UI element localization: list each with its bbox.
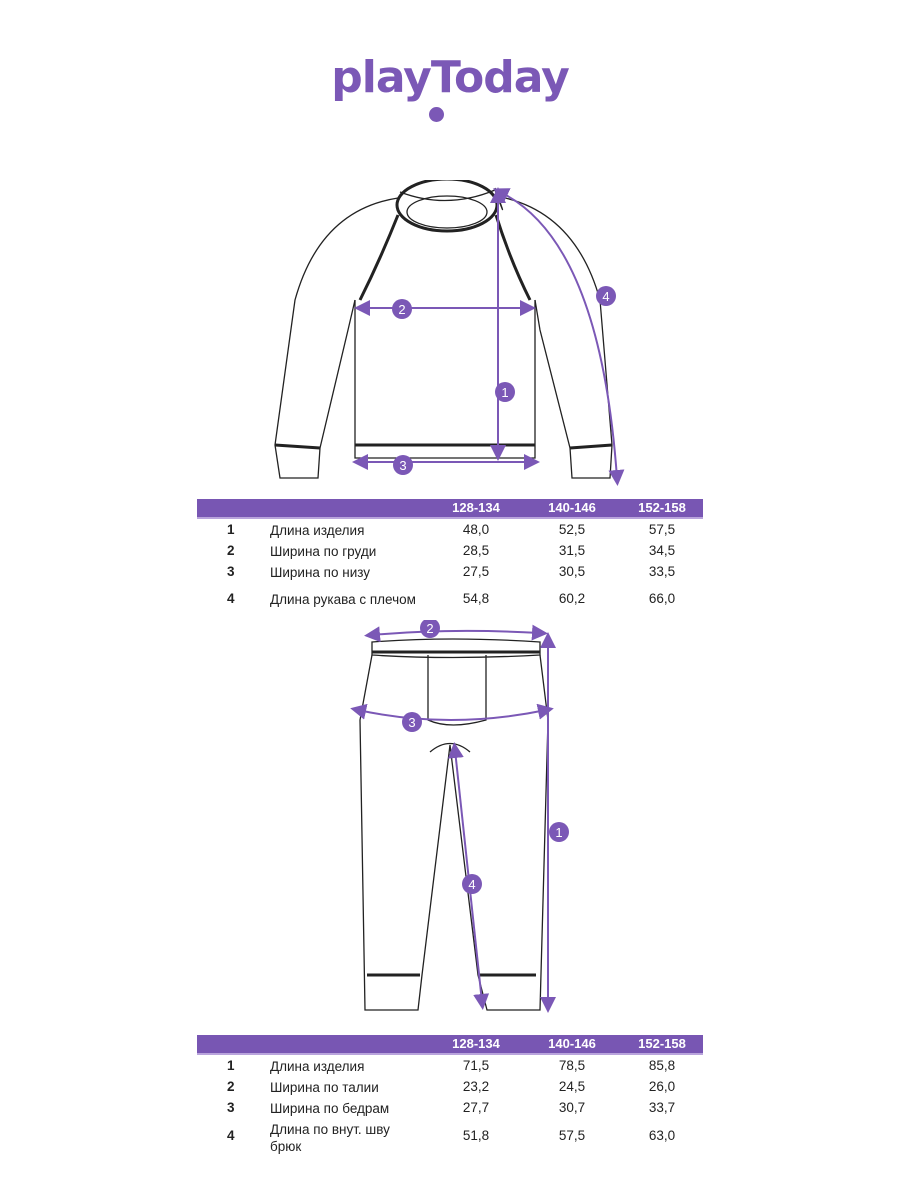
text-label: 140-146 [548, 1036, 596, 1051]
text-label: 66,0 [648, 591, 676, 606]
text-label: 128-134 [452, 1036, 500, 1051]
text-label: 52,5 [558, 522, 586, 537]
text-label: Ширина по низу [270, 565, 371, 580]
text-label: 71,5 [462, 1058, 490, 1073]
drawing-part [364, 624, 548, 643]
text-label: 152-158 [638, 1036, 686, 1051]
text-label: Длина изделия [270, 1059, 365, 1074]
brand-logo: playToday [331, 52, 570, 103]
bottom-size-table: 128-134 140-146 152-158 1 Длина изделия 71,5… [197, 1035, 703, 1154]
text-label: 4 [602, 289, 609, 304]
drawing-part [350, 624, 556, 1013]
text-label: 2 [227, 543, 235, 558]
text-label: 33,5 [648, 564, 676, 579]
table-header: 128-134 140-146 152-158 [197, 1035, 703, 1055]
marker-4 [462, 874, 482, 894]
sweatshirt-outline [274, 180, 613, 479]
drawing-part: 1 2 3 4 [402, 620, 569, 894]
text-label: 4 [468, 877, 475, 892]
text-label: 85,8 [648, 1058, 676, 1073]
text-label: 48,0 [462, 522, 490, 537]
text-label: 60,2 [558, 591, 586, 606]
text-label: 2 [227, 1079, 235, 1094]
text-label: 57,5 [648, 522, 676, 537]
text-label: 78,5 [558, 1058, 586, 1073]
text-label: 23,2 [462, 1079, 490, 1094]
text-label: 57,5 [558, 1128, 586, 1143]
sweatshirt-drawing: 1 2 3 4 [274, 180, 625, 486]
drawing-part: 1 2 3 4 [392, 286, 616, 475]
marker-3 [393, 455, 413, 475]
text-label: 152-158 [638, 500, 686, 515]
text-label: 1 [227, 1058, 235, 1073]
table-header: 128-134 140-146 152-158 [197, 499, 703, 519]
logo-dot [429, 107, 444, 122]
text-label: 34,5 [648, 543, 676, 558]
text-label: 31,5 [558, 543, 586, 558]
text-label: 1 [501, 385, 508, 400]
text-label: 2 [398, 302, 405, 317]
text-label: Ширина по груди [270, 544, 377, 559]
drawing-part [371, 638, 541, 659]
text-label: Длина изделия [270, 523, 365, 538]
text-label: 4 [227, 1128, 235, 1143]
drawing-part [427, 655, 487, 726]
text-label: Ширина по талии [270, 1080, 379, 1095]
text-label: 27,7 [462, 1100, 490, 1115]
text-label: Длина по внут. шву брюк [270, 1122, 390, 1154]
marker-4 [596, 286, 616, 306]
text-label: 27,5 [462, 564, 490, 579]
text-label: 24,5 [558, 1079, 586, 1094]
text-label: 28,5 [462, 543, 490, 558]
marker-2 [392, 299, 412, 319]
marker-1 [549, 822, 569, 842]
drawing-part [406, 195, 488, 229]
text-label: 3 [227, 1100, 235, 1115]
text-label: Длина рукава с плечом [270, 592, 416, 607]
drawing-part [359, 654, 549, 1011]
drawing-part [352, 187, 625, 486]
marker-2 [420, 620, 440, 638]
text-label: 3 [408, 715, 415, 730]
text-label: 33,7 [648, 1100, 676, 1115]
marker-1 [495, 382, 515, 402]
pants-drawing: 1 2 3 4 [350, 620, 569, 1013]
text-label: 2 [426, 621, 433, 636]
text-label: 1 [227, 522, 235, 537]
drawing-part [395, 180, 499, 233]
text-label: 140-146 [548, 500, 596, 515]
drawing-part [359, 638, 549, 1011]
drawing-part [354, 300, 536, 459]
marker-3 [402, 712, 422, 732]
text-label: 54,8 [462, 591, 490, 606]
text-label: 26,0 [648, 1079, 676, 1094]
text-label: 3 [399, 458, 406, 473]
text-label: Ширина по бедрам [270, 1101, 390, 1116]
drawing-part [492, 188, 625, 486]
text-label: 1 [555, 825, 562, 840]
text-label: 30,7 [558, 1100, 586, 1115]
text-label: 51,8 [462, 1128, 490, 1143]
drawing-part [350, 703, 554, 721]
top-size-table: 128-134 140-146 152-158 1 Длина изделия 48,0… [197, 499, 703, 607]
drawing-part [274, 197, 399, 479]
text-label: 30,5 [558, 564, 586, 579]
text-label: 3 [227, 564, 235, 579]
text-label: 4 [227, 591, 235, 606]
text-label: 63,0 [648, 1128, 676, 1143]
text-label: 128-134 [452, 500, 500, 515]
